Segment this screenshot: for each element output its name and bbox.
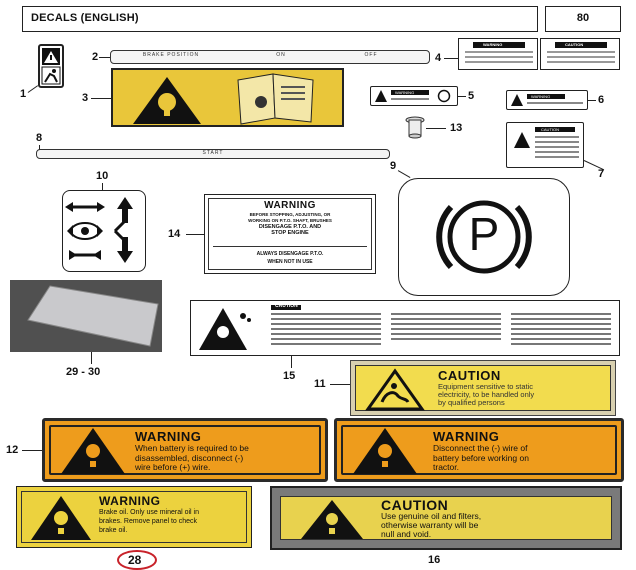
decal-4-caution: CAUTION [540,38,620,70]
decal-10 [62,190,146,272]
callout-11: 11 [314,378,326,390]
parking-symbol: P [468,208,500,260]
header-title-box: DECALS (ENGLISH) [22,6,538,32]
direction-arrows-icon [65,197,133,263]
manual-book-icon [237,73,314,125]
callout-1: 1 [20,88,27,100]
caution-triangle-icon [199,308,251,350]
callout-10: 10 [96,170,109,182]
callout-29-30: 29 - 30 [66,366,101,378]
parking-brake-icon [436,200,532,274]
decal-4-warning: WARNING [458,38,538,70]
decal-28: WARNING Brake oil. Only use mineral oil … [16,486,252,548]
callout-9: 9 [390,160,397,172]
page-title: DECALS (ENGLISH) [31,12,139,24]
decal-14: WARNING BEFORE STOPPING, ADJUSTING, OR W… [204,194,376,274]
warning-triangle-icon [353,428,417,474]
callout-7: 7 [598,168,605,180]
warning-triangle-icon [31,496,91,540]
no-sign-icon [437,89,451,103]
callout-13: 13 [450,122,463,134]
callout-6: 6 [598,94,605,106]
warning-triangle-icon [511,94,523,106]
header-page-box: 80 [545,6,621,32]
decal-3 [111,68,344,127]
panel-29-30 [10,280,162,352]
callout-28-circle [117,550,157,570]
decal-1 [38,44,64,88]
decal-11: CAUTION Equipment sensitive to static el… [350,360,616,416]
hazard-pictogram-icon [41,48,61,85]
callout-14: 14 [168,228,181,240]
callout-2: 2 [92,51,99,63]
decal-6: WARNING [506,90,588,110]
pin-part-icon [405,116,425,139]
callout-5: 5 [468,90,475,102]
warning-triangle-icon [375,90,387,102]
callout-15: 15 [283,370,296,382]
decal-5: WARNING [370,86,458,106]
decal-16: CAUTION Use genuine oil and filters, oth… [270,486,622,550]
decal-7: CAUTION [506,122,584,168]
callout-3: 3 [82,92,89,104]
decal-15: CAUTION [190,300,620,356]
decal-12-left: WARNING When battery is required to be d… [42,418,328,482]
decal-2: BRAKE POSITION ON OFF [110,50,430,64]
decal-12-right: WARNING Disconnect the (-) wire of batte… [334,418,624,482]
warning-triangle-icon [514,132,530,148]
warning-triangle-icon [61,428,125,474]
callout-28: 28 [128,553,142,567]
callout-4: 4 [435,52,442,64]
decal-8: START [36,149,390,159]
decal-9: P [398,178,570,296]
callout-12: 12 [6,444,19,456]
callout-8: 8 [36,132,43,144]
page-number: 80 [576,12,590,24]
callout-16: 16 [428,554,441,566]
wedge-panel-icon [27,285,159,347]
warning-triangle-icon [133,77,201,124]
warning-triangle-icon [301,500,363,539]
static-hazard-icon [365,368,425,411]
